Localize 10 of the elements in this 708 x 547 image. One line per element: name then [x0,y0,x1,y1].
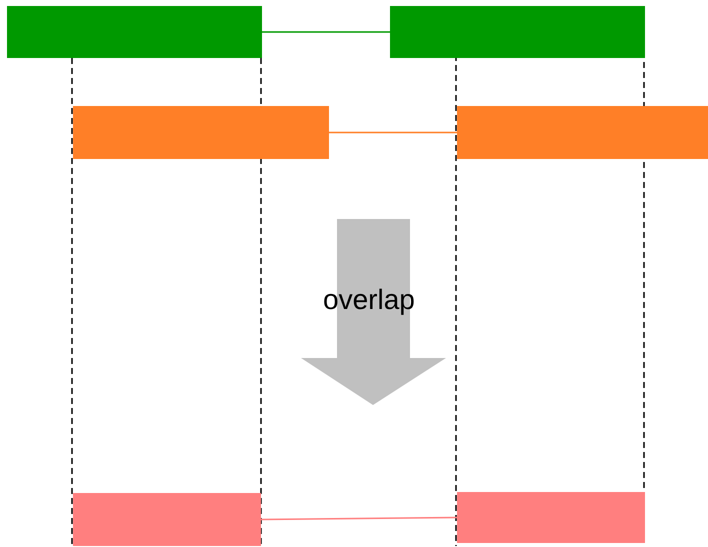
read-bar [457,492,645,543]
read-bar [73,106,329,159]
connector-line [261,516,457,520]
arrow-label: overlap [323,284,415,316]
read-bar [390,6,645,58]
connector-line [262,31,390,33]
read-bar [7,6,262,58]
connector-line [329,132,457,134]
read-bar [73,493,261,546]
read-bar [457,106,708,159]
